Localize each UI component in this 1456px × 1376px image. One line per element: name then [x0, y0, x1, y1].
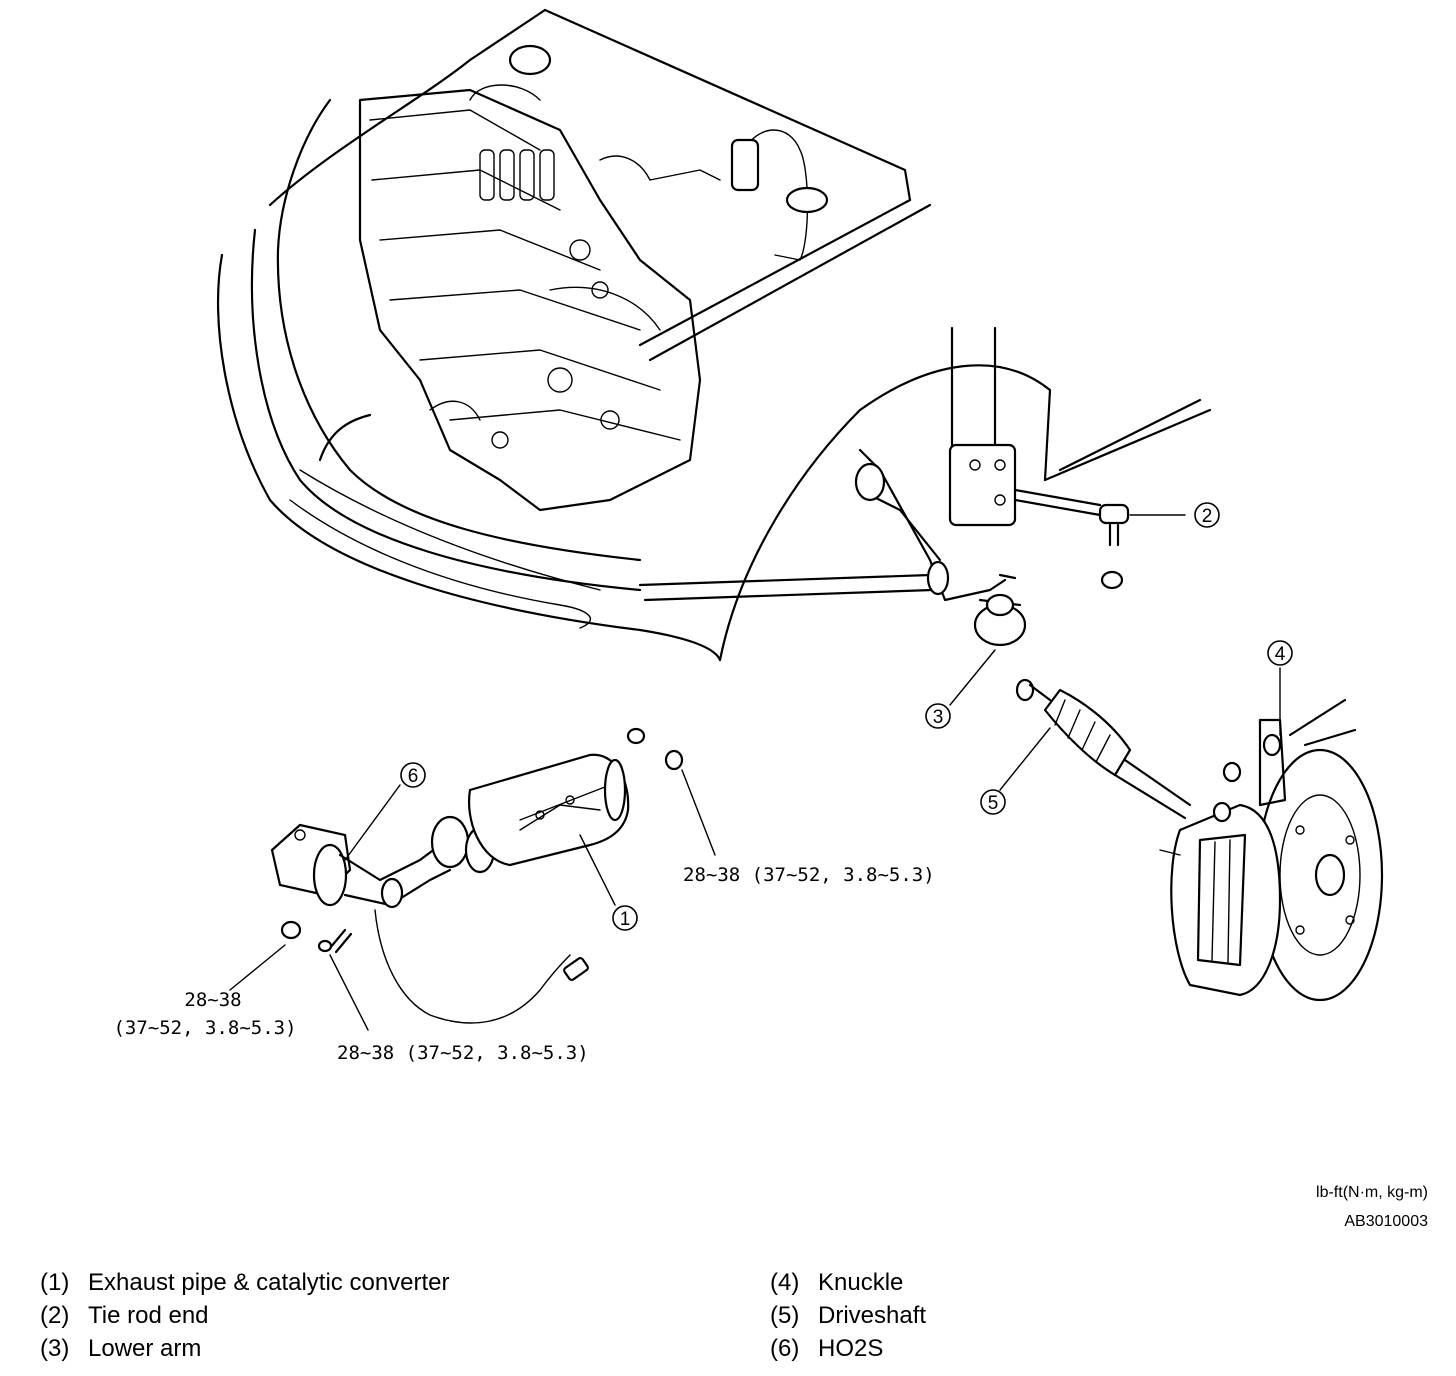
tie-rod-end-part	[1098, 503, 1130, 525]
ho2s-connector	[563, 957, 589, 981]
callout-3: 3	[925, 703, 951, 729]
svg-text:3: 3	[933, 707, 944, 728]
legend-item: (4) Knuckle	[770, 1266, 926, 1299]
torque-spec-flange-nut-line1: 28~38	[184, 989, 241, 1011]
legend-right-column: (4) Knuckle (5) Driveshaft (6) HO2S	[770, 1266, 926, 1365]
legend-item: (1) Exhaust pipe & catalytic converter	[40, 1266, 450, 1299]
leader-lines	[229, 514, 1281, 1031]
svg-text:1: 1	[620, 909, 631, 930]
callout-1: 1	[612, 905, 638, 931]
coolant-cap	[785, 186, 829, 214]
callout-6: 6	[400, 762, 426, 788]
legend-item: (2) Tie rod end	[40, 1299, 450, 1332]
svg-text:4: 4	[1275, 644, 1286, 665]
legend-label: Knuckle	[818, 1269, 904, 1296]
legend-number: (6)	[770, 1335, 800, 1362]
legend-number: (3)	[40, 1335, 70, 1362]
svg-text:5: 5	[988, 793, 999, 814]
figure-code: AB3010003	[1344, 1213, 1428, 1230]
car-front-body	[216, 8, 1212, 662]
legend-item: (6) HO2S	[770, 1332, 926, 1365]
washer-tank-cap	[508, 44, 552, 76]
legend-number: (4)	[770, 1269, 800, 1296]
torque-spec-flange-nut-line2: (37~52, 3.8~5.3)	[113, 1017, 296, 1039]
legend-label: Driveshaft	[818, 1302, 927, 1329]
legend-label: Lower arm	[88, 1335, 202, 1362]
legend-item: (5) Driveshaft	[770, 1299, 926, 1332]
legend-number: (1)	[40, 1269, 70, 1296]
engine-assembly	[358, 84, 721, 512]
legend-left-column: (1) Exhaust pipe & catalytic converter (2…	[40, 1266, 450, 1365]
driveshaft-knuckle-assembly	[1015, 678, 1384, 1002]
torque-spec-flange-bolt: 28~38 (37~52, 3.8~5.3)	[337, 1042, 589, 1064]
legend-number: (2)	[40, 1302, 70, 1329]
torque-units-note: lb-ft(N·m, kg-m)	[1316, 1184, 1428, 1201]
legend-label: HO2S	[818, 1335, 884, 1362]
torque-spec-converter-nuts: 28~38 (37~52, 3.8~5.3)	[683, 864, 935, 886]
legend-item: (3) Lower arm	[40, 1332, 450, 1365]
tie-rod-nut	[1100, 570, 1124, 590]
callout-4: 4	[1267, 640, 1293, 666]
exhaust-pipe-catalytic-converter	[270, 727, 684, 1024]
legend-label: Tie rod end	[88, 1302, 209, 1329]
svg-text:6: 6	[408, 766, 419, 787]
suspension-assembly	[854, 326, 1130, 647]
brake-fluid-reservoir	[730, 138, 760, 192]
legend-number: (5)	[770, 1302, 800, 1329]
legend-label: Exhaust pipe & catalytic converter	[88, 1269, 450, 1296]
callout-5: 5	[980, 789, 1006, 815]
callout-2: 2	[1194, 502, 1220, 528]
svg-text:2: 2	[1202, 506, 1213, 527]
